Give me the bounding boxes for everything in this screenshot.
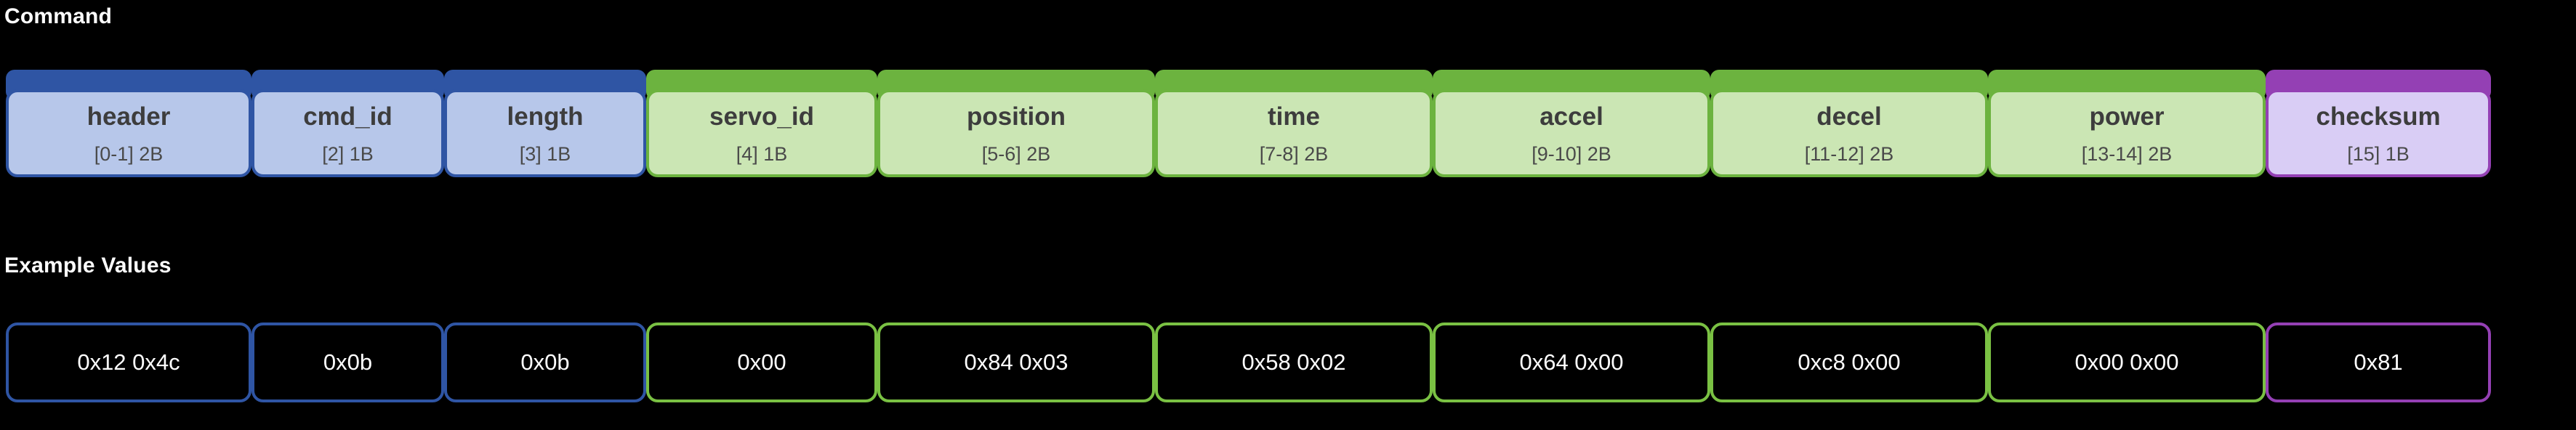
field-name-label: accel bbox=[1539, 102, 1603, 131]
example-value-cmd-id[interactable]: 0x0b bbox=[251, 322, 444, 402]
example-values-section-title: Example Values bbox=[4, 253, 172, 277]
field-box: time [7-8] 2B bbox=[1155, 89, 1433, 177]
value-box: 0x00 0x00 bbox=[1988, 322, 2266, 402]
field-box: accel [9-10] 2B bbox=[1433, 89, 1710, 177]
field-box: power [13-14] 2B bbox=[1988, 89, 2266, 177]
value-text-label: 0x0b bbox=[323, 349, 373, 375]
packet-field-power[interactable]: power [13-14] 2B bbox=[1988, 70, 2266, 177]
packet-field-decel[interactable]: decel [11-12] 2B bbox=[1710, 70, 1988, 177]
field-box: header [0-1] 2B bbox=[6, 89, 251, 177]
example-value-length[interactable]: 0x0b bbox=[444, 322, 646, 402]
example-value-decel[interactable]: 0xc8 0x00 bbox=[1710, 322, 1988, 402]
value-text-label: 0x0b bbox=[520, 349, 570, 375]
value-box: 0x64 0x00 bbox=[1433, 322, 1710, 402]
packet-field-checksum[interactable]: checksum [15] 1B bbox=[2266, 70, 2491, 177]
field-name-label: checksum bbox=[2316, 102, 2441, 131]
example-value-accel[interactable]: 0x64 0x00 bbox=[1433, 322, 1710, 402]
field-box: checksum [15] 1B bbox=[2266, 89, 2491, 177]
value-text-label: 0x00 0x00 bbox=[2074, 349, 2179, 375]
field-byte-range-label: [13-14] 2B bbox=[2081, 142, 2173, 165]
field-name-label: length bbox=[507, 102, 584, 131]
value-box: 0x0b bbox=[444, 322, 646, 402]
field-name-label: cmd_id bbox=[303, 102, 393, 131]
field-name-label: power bbox=[2089, 102, 2165, 131]
command-section-title: Command bbox=[4, 4, 113, 28]
value-box: 0x84 0x03 bbox=[877, 322, 1155, 402]
value-text-label: 0x58 0x02 bbox=[1241, 349, 1346, 375]
field-name-label: position bbox=[966, 102, 1066, 131]
field-byte-range-label: [7-8] 2B bbox=[1259, 142, 1329, 165]
field-byte-range-label: [3] 1B bbox=[519, 142, 571, 165]
value-box: 0x12 0x4c bbox=[6, 322, 251, 402]
field-name-label: servo_id bbox=[709, 102, 814, 131]
value-box: 0x0b bbox=[251, 322, 444, 402]
example-value-position[interactable]: 0x84 0x03 bbox=[877, 322, 1155, 402]
value-text-label: 0x84 0x03 bbox=[964, 349, 1068, 375]
value-box: 0x00 bbox=[646, 322, 877, 402]
packet-field-cmd-id[interactable]: cmd_id [2] 1B bbox=[251, 70, 444, 177]
packet-field-time[interactable]: time [7-8] 2B bbox=[1155, 70, 1433, 177]
value-text-label: 0xc8 0x00 bbox=[1798, 349, 1901, 375]
example-values-row: 0x12 0x4c 0x0b 0x0b 0x00 0x84 0x03 0x58 0x02 0… bbox=[6, 312, 2570, 420]
value-text-label: 0x00 bbox=[737, 349, 786, 375]
field-box: position [5-6] 2B bbox=[877, 89, 1155, 177]
field-byte-range-label: [5-6] 2B bbox=[981, 142, 1051, 165]
field-byte-range-label: [11-12] 2B bbox=[1804, 142, 1894, 165]
packet-fields-row: header [0-1] 2B cmd_id [2] 1B length [3] 1B se… bbox=[6, 70, 2570, 177]
field-box: decel [11-12] 2B bbox=[1710, 89, 1988, 177]
example-value-header[interactable]: 0x12 0x4c bbox=[6, 322, 251, 402]
example-value-checksum[interactable]: 0x81 bbox=[2266, 322, 2491, 402]
field-name-label: header bbox=[86, 102, 171, 131]
field-box: servo_id [4] 1B bbox=[646, 89, 877, 177]
value-box: 0x58 0x02 bbox=[1155, 322, 1433, 402]
value-box: 0x81 bbox=[2266, 322, 2491, 402]
packet-field-header[interactable]: header [0-1] 2B bbox=[6, 70, 251, 177]
value-box: 0xc8 0x00 bbox=[1710, 322, 1988, 402]
field-box: cmd_id [2] 1B bbox=[251, 89, 444, 177]
packet-field-servo-id[interactable]: servo_id [4] 1B bbox=[646, 70, 877, 177]
field-name-label: decel bbox=[1816, 102, 1882, 131]
packet-field-position[interactable]: position [5-6] 2B bbox=[877, 70, 1155, 177]
example-value-time[interactable]: 0x58 0x02 bbox=[1155, 322, 1433, 402]
field-byte-range-label: [4] 1B bbox=[736, 142, 788, 165]
packet-field-accel[interactable]: accel [9-10] 2B bbox=[1433, 70, 1710, 177]
packet-field-length[interactable]: length [3] 1B bbox=[444, 70, 646, 177]
field-byte-range-label: [0-1] 2B bbox=[94, 142, 164, 165]
field-box: length [3] 1B bbox=[444, 89, 646, 177]
field-byte-range-label: [9-10] 2B bbox=[1531, 142, 1611, 165]
value-text-label: 0x81 bbox=[2354, 349, 2403, 375]
example-value-power[interactable]: 0x00 0x00 bbox=[1988, 322, 2266, 402]
value-text-label: 0x64 0x00 bbox=[1519, 349, 1624, 375]
field-name-label: time bbox=[1268, 102, 1320, 131]
field-byte-range-label: [2] 1B bbox=[322, 142, 374, 165]
example-value-servo-id[interactable]: 0x00 bbox=[646, 322, 877, 402]
field-byte-range-label: [15] 1B bbox=[2347, 142, 2410, 165]
value-text-label: 0x12 0x4c bbox=[77, 349, 180, 375]
